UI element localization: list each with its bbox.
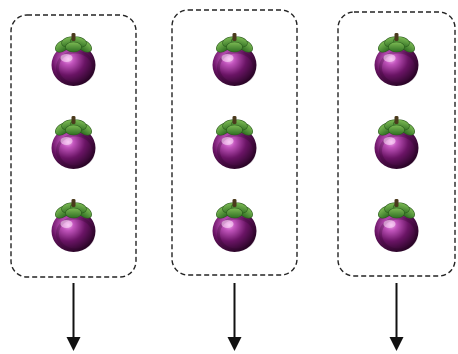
mangosteen-icon (212, 199, 257, 252)
mangosteen-icon (212, 33, 257, 86)
group-box-2 (171, 9, 298, 276)
fruit-group-1 (10, 14, 137, 351)
groups-layer (10, 9, 456, 351)
mangosteen-icon (51, 116, 96, 169)
mangosteen-icon (374, 33, 419, 86)
mangosteen-icon (374, 199, 419, 252)
group-box-1 (10, 14, 137, 278)
fruit-group-3 (337, 11, 456, 351)
mangosteen-icon (51, 33, 96, 86)
mangosteen-icon (374, 116, 419, 169)
mangosteen-icon (212, 116, 257, 169)
fruit-group-2 (171, 9, 298, 351)
mangosteen-icon (51, 199, 96, 252)
group-box-3 (337, 11, 456, 277)
